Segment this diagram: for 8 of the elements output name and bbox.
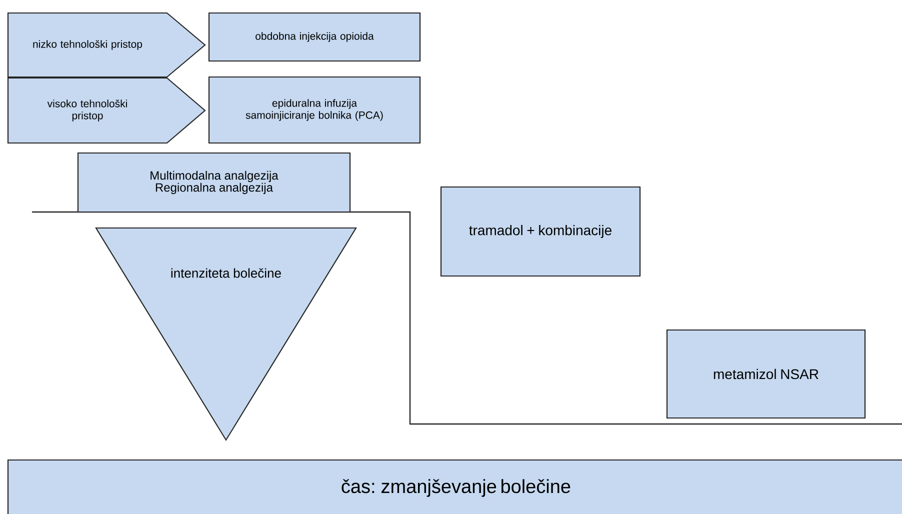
time-bar: čas: zmanjševanje bolečine [7,459,902,514]
process-box: metamizol NSAR [666,329,866,419]
process-box: tramadol + kombinacije [440,186,641,277]
process-box: obdobna injekcija opioida [208,12,421,62]
chevron-box: visoko tehnološki pristop [7,77,206,144]
chevron-box: nizko tehnološki pristop [7,12,206,78]
process-box: epiduralna infuzija samoinjiciranje bolnika (PCA) [208,76,421,144]
process-box: Multimodalna analgezija Regionalna analgezija [77,152,351,213]
